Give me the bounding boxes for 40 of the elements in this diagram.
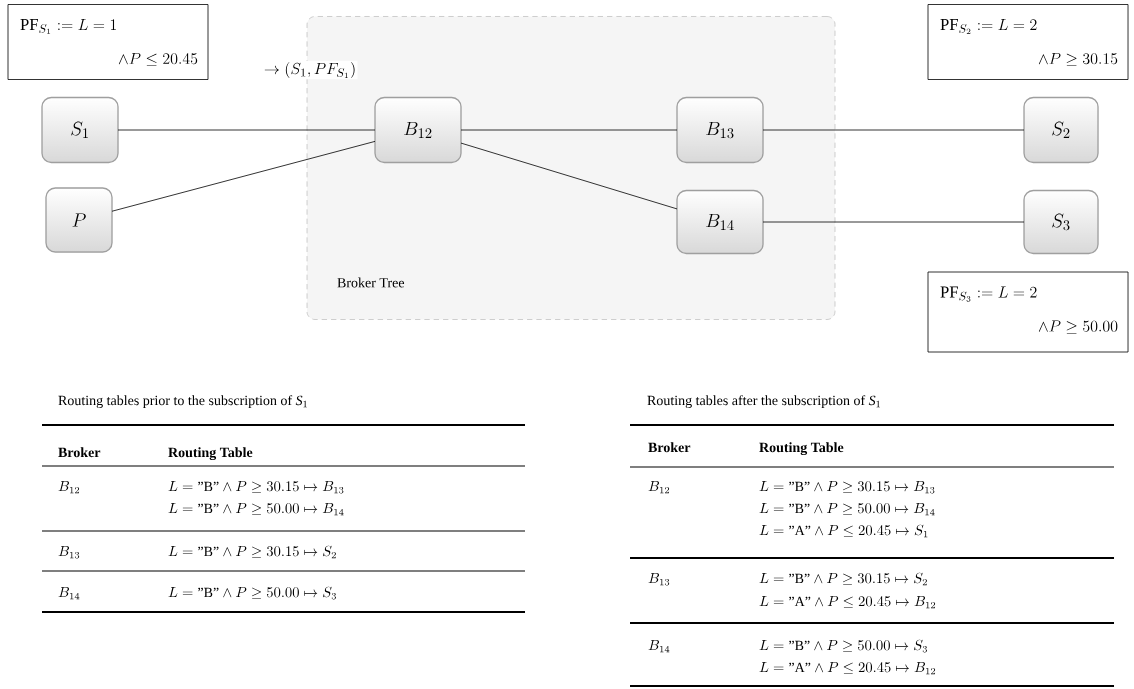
edge-label: $\rightarrow (S_1, PF_{S_1})$ [262,60,358,80]
table-caption: Routing tables after the subscription of S$_{1}$ [647,395,880,408]
client-box: $S_3$ [1023,189,1099,255]
broker-box: $B_{12}$ [374,96,462,164]
broker-box: $B_{14}$ [676,189,764,255]
filter-box: $\mathrm{PF}_{S_2} := L = 2$ $\wedge P \geq 30.15$ [927,4,1129,80]
column-header: Broker [648,442,691,453]
table-entry: $L = \text{"B"} \wedge P \geq 50.00 \mapsto S_3$ [168,586,336,600]
filter-box: $\mathrm{PF}_{S_3} := L = 2$ $\wedge P \geq 50.00$ [927,271,1129,353]
table-entry: $L = \text{"A"} \wedge P \leq 20.45 \mapsto S_1$ [759,524,928,538]
connection-line [460,129,678,131]
connection-line [460,142,678,210]
table-entry: $L = \text{"B"} \wedge P \geq 30.15 \mapsto S_2$ [168,545,336,559]
client-box: $S_2$ [1023,96,1099,164]
filter-box: $\mathrm{PF}_{S_1} := L = 1$ $\wedge P \leq 20.45$ [7,4,209,80]
table-entry: $B_{12}$ [58,481,80,494]
client-box: $P$ [45,187,113,253]
connection-line [762,221,1025,223]
table-entry: $B_{12}$ [648,481,670,494]
table-entry: $B_{14}$ [58,587,80,600]
connection-line [111,141,376,212]
table-entry: $L = \text{"B"} \wedge P \geq 50.00 \mapsto B_{14}$ [759,503,935,516]
table-entry: $L = \text{"B"} \wedge P \geq 30.15 \mapsto B_{13}$ [759,481,935,494]
connection-line [117,129,376,131]
column-header: Routing Table [168,447,253,461]
table-entry: $B_{13}$ [58,546,80,559]
client-box: $S_1$ [41,96,119,164]
table-entry: $L = \text{"B"} \wedge P \geq 30.15 \mapsto S_2$ [759,572,927,586]
connection-line [762,129,1025,131]
table-entry: $B_{14}$ [648,640,670,653]
broker-box: $B_{13}$ [676,96,764,164]
table-entry: $L = \text{"B"} \wedge P \geq 50.00 \mapsto S_3$ [759,639,927,653]
column-header: Routing Table [759,442,844,456]
table-caption: Routing tables prior to the subscription of S$_{1}$ [58,395,307,408]
table-entry: $B_{13}$ [648,573,670,586]
table-entry: $L = \text{"A"} \wedge P \leq 20.45 \mapsto B_{12}$ [759,662,936,675]
table-entry: $L = \text{"A"} \wedge P \leq 20.45 \mapsto B_{12}$ [759,596,936,609]
table-entry: $L = \text{"B"} \wedge P \geq 50.00 \mapsto B_{14}$ [168,503,344,516]
table-entry: $L = \text{"B"} \wedge P \geq 30.15 \mapsto B_{13}$ [168,481,344,494]
column-header: Broker [58,447,101,458]
